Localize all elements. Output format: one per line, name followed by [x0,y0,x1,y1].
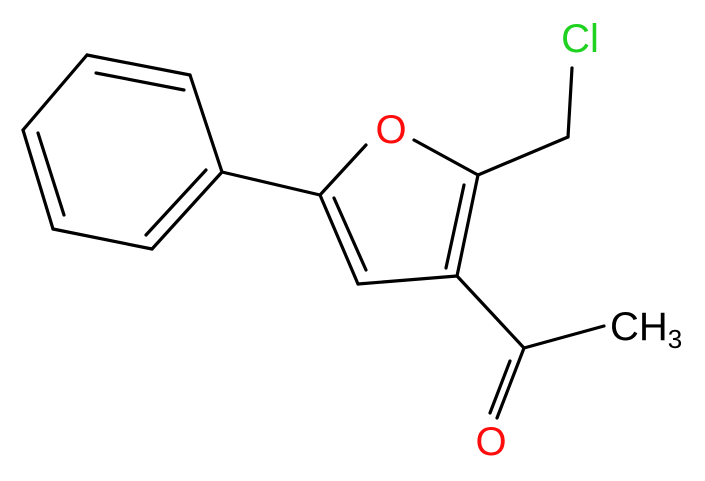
methyl-ch: CH [610,305,668,349]
atom-oxygen-ring: O [375,108,406,152]
atom-chlorine: Cl [561,17,599,61]
bond-furan-c4-c5-inner [332,196,368,272]
bond-c2-ch2 [476,135,570,177]
atom-methyl-group: CH3 [610,305,682,354]
bond-furan-o-c2 [412,138,480,177]
bond-carbonyl-o [495,346,526,420]
bond-phenyl-3 [150,170,224,251]
bond-phenyl-5-inner [36,131,66,217]
bond-furan-c3-c4 [356,274,459,286]
bond-carbonyl-o-inner [488,359,512,415]
bond-phenyl-3-inner [144,168,208,237]
bond-furan-c4-c5 [318,193,360,286]
bond-ch2-cl [566,66,574,139]
bond-furan-c2-c3 [455,173,480,278]
atom-oxygen-carbonyl: O [475,420,506,464]
bond-phenyl-1 [85,53,192,77]
bond-phenyl-1-inner [94,71,186,92]
bond-carbonyl-methyl [522,324,606,350]
bond-phenyl-4 [51,227,154,251]
bonds [21,53,606,420]
bond-phenyl-6 [21,53,89,132]
bond-phenyl-5 [21,128,55,231]
bond-furan-c2-c3-inner [444,183,466,270]
bond-phenyl-2 [188,73,224,174]
bond-furan-c5-o [318,143,368,197]
methyl-subscript: 3 [668,324,682,354]
atom-labels: O Cl O CH3 [375,17,682,464]
bond-phenyl-furan [220,170,322,197]
bond-c3-carbonyl [455,274,526,350]
